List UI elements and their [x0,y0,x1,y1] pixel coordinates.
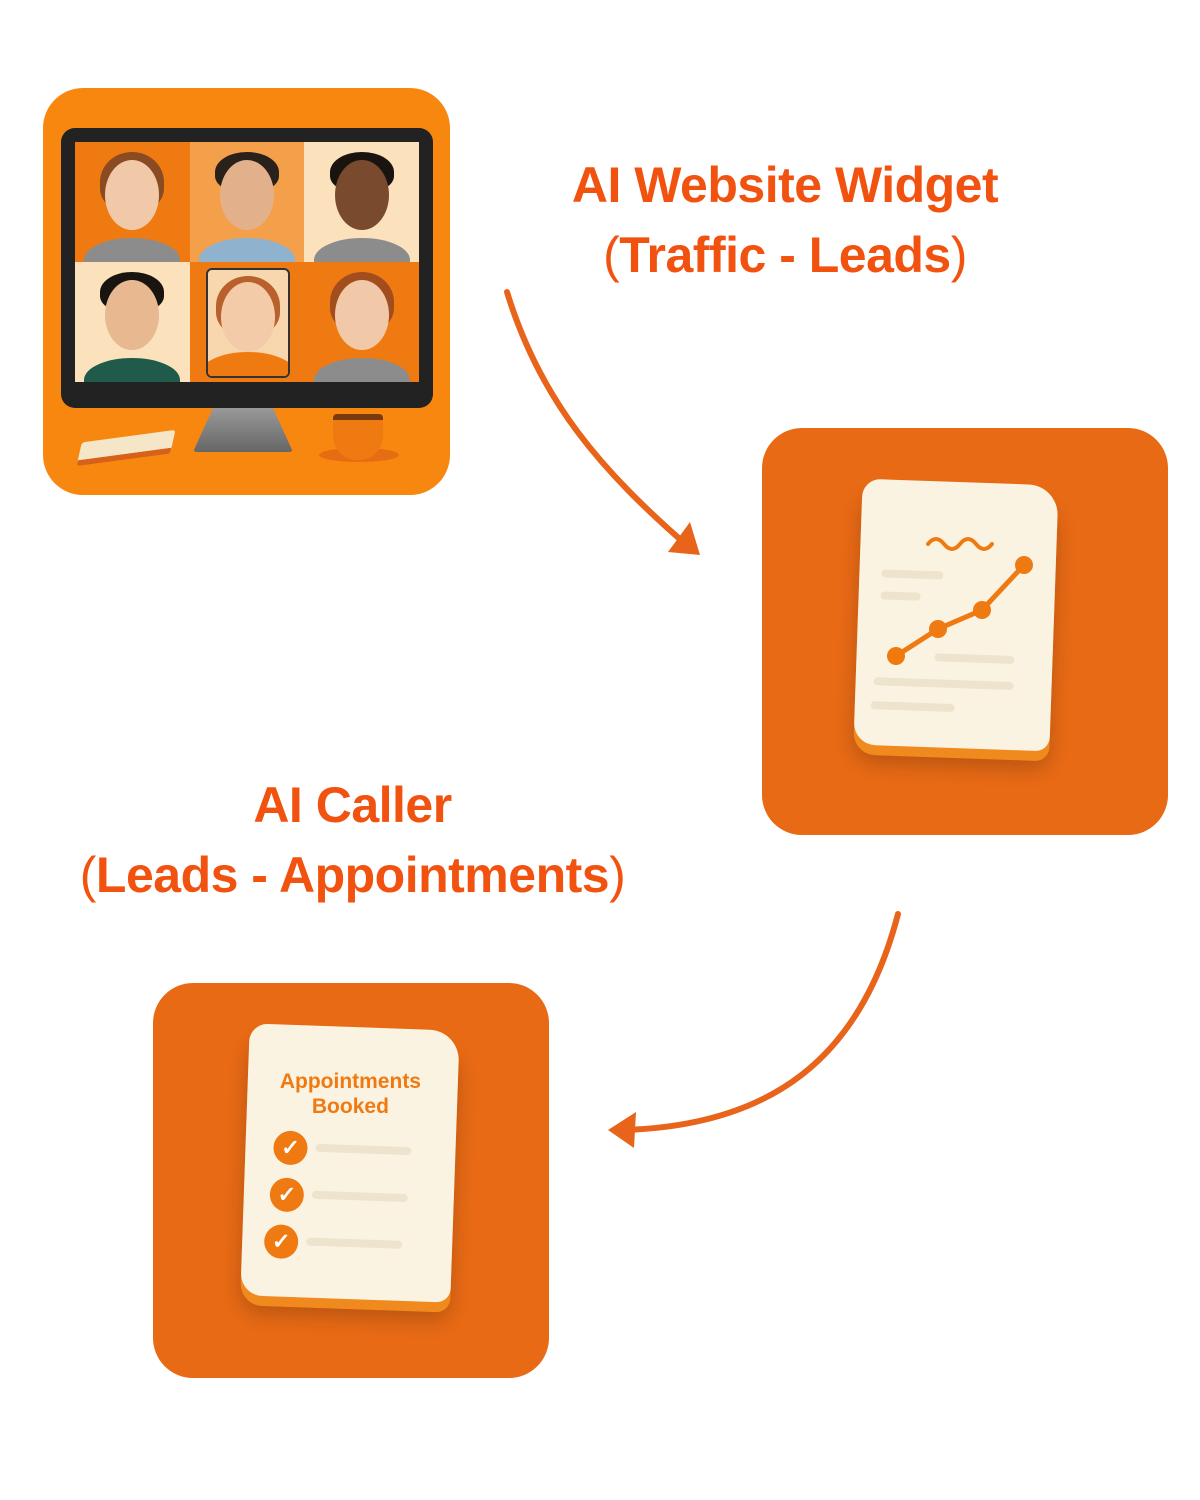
label-line1: Appointments [279,1069,421,1093]
label-line2: Booked [311,1094,389,1118]
monitor-screen [61,128,433,408]
check-icon: ✓ [269,1177,305,1213]
participant-tile [304,142,419,262]
text-line [315,1143,412,1156]
caller-subtitle-text: Leads - Appointments [95,847,610,903]
participant-tile [304,262,419,382]
paren-open: ( [603,227,620,283]
participant-tile [75,142,190,262]
widget-step-title: AI Website Widget (Traffic - Leads) [520,150,1050,290]
growth-line-icon [887,537,1033,665]
caller-step-title: AI Caller (Leads - Appointments) [40,770,665,910]
arrow-leads-to-appointments [622,911,901,1133]
paren-close: ) [609,847,626,903]
caller-subtitle: (Leads - Appointments) [40,840,665,910]
text-line [306,1237,403,1249]
arrowhead-1 [668,522,700,555]
participant-tile-active [189,262,305,382]
paren-close: ) [950,227,968,283]
participant-tile [189,142,305,262]
check-icon: ✓ [263,1224,299,1260]
participant-tile [75,262,190,382]
paren-open: ( [79,847,97,903]
text-line [311,1190,408,1203]
video-call-monitor-illustration [43,88,450,495]
caller-title: AI Caller [253,777,452,833]
widget-title: AI Website Widget [571,157,999,213]
widget-subtitle: (Traffic - Leads) [520,220,1050,290]
leads-growth-chart-illustration [762,428,1168,835]
widget-subtitle-text: Traffic - Leads [619,227,951,283]
arrow-widget-to-leads [504,289,693,551]
arrowhead-2 [608,1112,636,1148]
check-icon: ✓ [272,1130,309,1166]
